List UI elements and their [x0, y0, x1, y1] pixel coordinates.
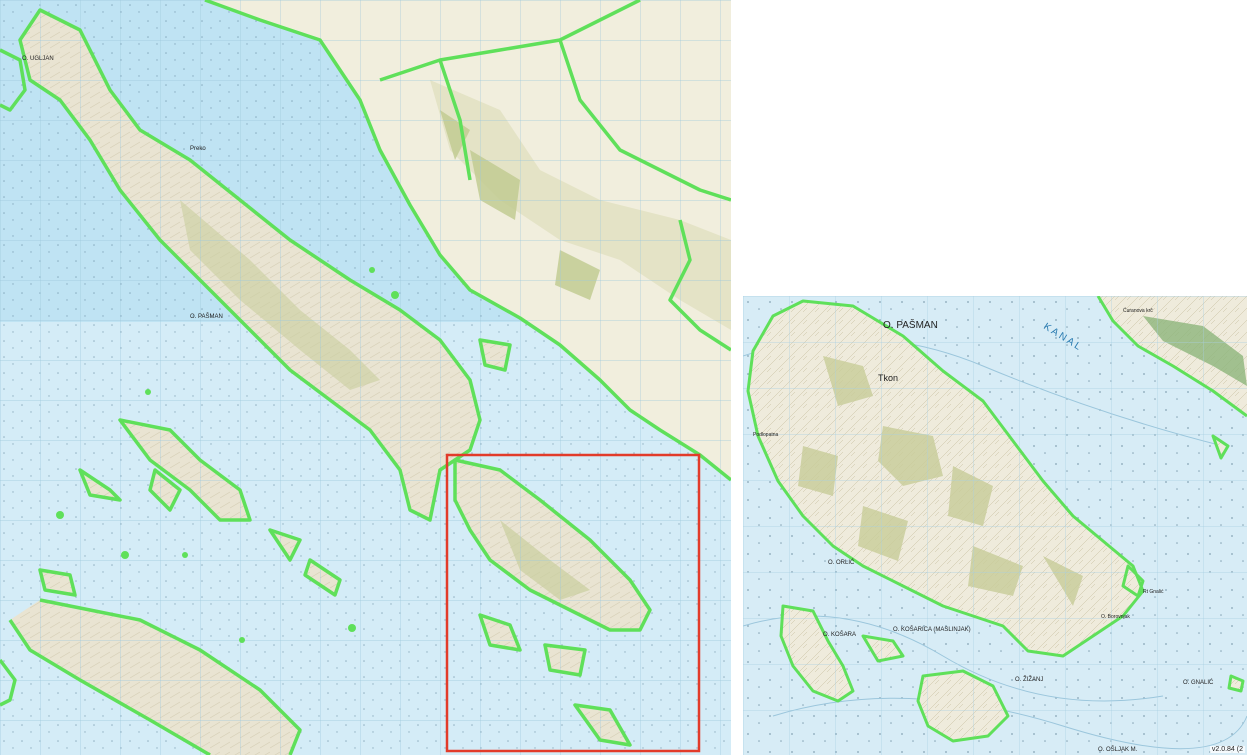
detail-map[interactable]: O. PAŠMAN K A N A L Tkon O. ORLIĆ O. KOŠ… [743, 296, 1247, 755]
label-gnalic: O. GNALIĆ [1183, 679, 1214, 686]
detail-boundaries [746, 296, 1247, 743]
label-rt-gnalic: Rt Gnalić [1143, 589, 1164, 595]
version-label: v2.0.84 (2 [1209, 746, 1245, 753]
selection-rectangle[interactable] [445, 453, 701, 753]
cadastral-boundaries [0, 0, 731, 755]
label-borovnjak: O. Borovnjak [1101, 614, 1130, 620]
label-zizanj: O. ŽIŽANJ [1015, 675, 1043, 683]
label-podlopatna: Podlopatna [753, 432, 779, 438]
overview-map[interactable]: O. UGLJAN O. PAŠMAN Preko [0, 0, 731, 755]
label-kosarica: O. KOŠARICA (MASLINJAK) [893, 626, 971, 633]
overview-map-canvas: O. UGLJAN O. PAŠMAN Preko [0, 0, 731, 755]
label-island-pasman: O. PAŠMAN [883, 318, 938, 331]
label-tkon: Tkon [878, 373, 898, 383]
label-kosara: O. KOŠARA [823, 631, 856, 638]
label-orlic: O. ORLIĆ [828, 559, 855, 566]
label-curanova: Ćuranova krč [1123, 307, 1153, 314]
label-ugljan: O. UGLJAN [22, 56, 54, 62]
detail-map-canvas: O. PAŠMAN K A N A L Tkon O. ORLIĆ O. KOŠ… [743, 296, 1247, 755]
label-preko: Preko [190, 146, 206, 152]
label-osljak: O. OŠLJAK M. [1098, 746, 1138, 753]
label-pasman-overview: O. PAŠMAN [190, 313, 223, 320]
